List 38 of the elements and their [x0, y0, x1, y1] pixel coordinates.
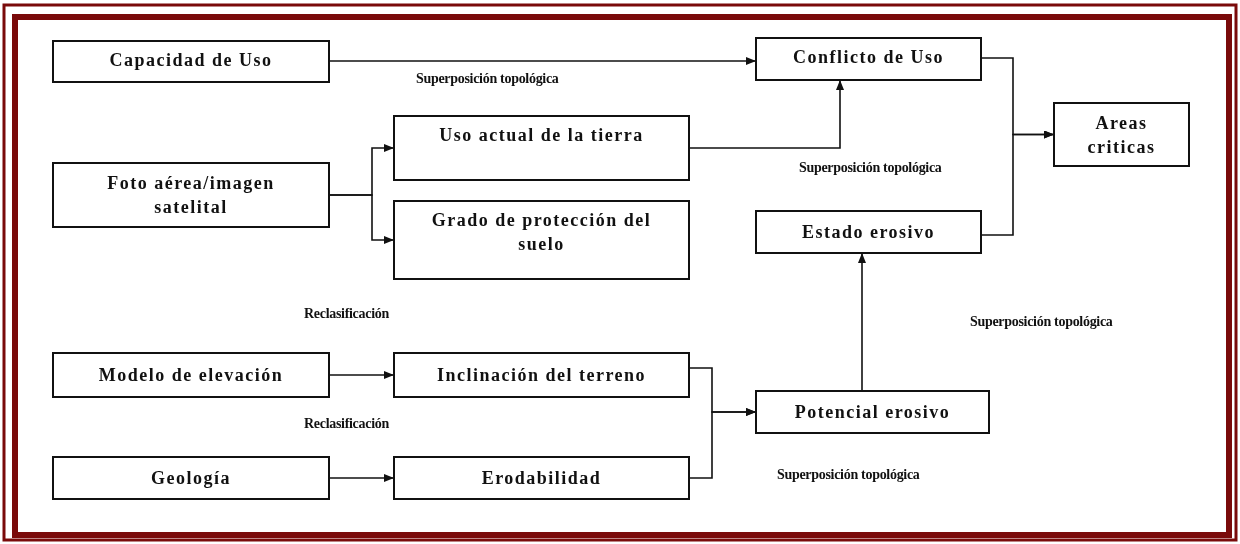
box-label: Grado de protección del suelo — [430, 209, 653, 256]
process-box — [393, 456, 690, 500]
process-label: Superposición topológica — [970, 314, 1113, 330]
arrow — [689, 80, 844, 149]
process-box — [393, 200, 690, 280]
process-box — [755, 210, 982, 254]
process-label: Superposición topológica — [799, 160, 942, 176]
arrow — [329, 57, 756, 65]
box-label: Modelo de elevación — [98, 364, 284, 387]
process-box — [52, 456, 330, 500]
box-label: Capacidad de Uso — [109, 49, 273, 72]
arrow — [329, 474, 394, 482]
process-box — [393, 115, 690, 181]
process-label: Superposición topológica — [416, 71, 559, 87]
process-label: Reclasificación — [304, 306, 389, 322]
process-label: Reclasificación — [304, 416, 389, 432]
arrow — [981, 130, 1054, 236]
box-label: Inclinación del terreno — [436, 364, 647, 387]
box-label: Estado erosivo — [801, 221, 936, 244]
process-box — [52, 352, 330, 398]
arrow — [689, 408, 756, 479]
arrow — [858, 253, 866, 391]
process-box — [393, 352, 690, 398]
box-label: Geología — [151, 467, 231, 490]
box-label: Conflicto de Uso — [793, 46, 944, 69]
process-box — [755, 390, 990, 434]
process-box — [52, 162, 330, 228]
box-label: Potencial erosivo — [794, 401, 951, 424]
box-label: Erodabilidad — [481, 467, 602, 490]
process-label: Superposición topológica — [777, 467, 920, 483]
process-box — [52, 40, 330, 83]
box-label: Foto aérea/imagen satelital — [106, 172, 276, 219]
arrow — [329, 371, 394, 379]
box-label: Areas criticas — [1086, 111, 1157, 159]
box-label: Uso actual de la tierra — [439, 124, 644, 147]
process-box — [755, 37, 982, 81]
process-box — [1053, 102, 1190, 167]
arrow — [329, 194, 394, 244]
